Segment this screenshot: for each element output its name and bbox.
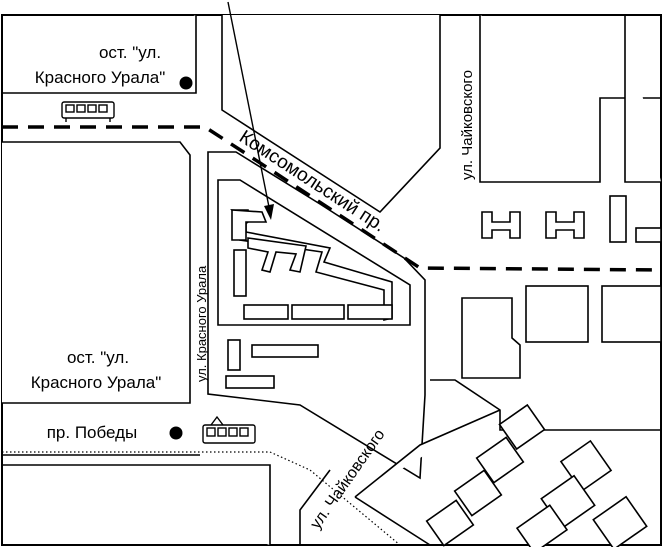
building-bottom-4 [425, 499, 475, 547]
komsomolsky-tram-line [2, 125, 662, 272]
block-left-large [2, 141, 191, 404]
building-h-2 [545, 211, 585, 239]
krasnogo-urala-street-label: ул. Красного Урала [194, 265, 209, 382]
building-strip-7 [225, 375, 275, 389]
block-bottom-right [354, 409, 501, 546]
block-top-right [479, 15, 661, 183]
stop-label-top-line2: Красного Урала" [35, 68, 166, 87]
building-bottom-3 [453, 469, 503, 517]
block-top-right-inner [624, 15, 661, 183]
pr-pobedy-label: пр. Победы [47, 423, 138, 442]
building-strip-3 [291, 304, 345, 320]
building-strip-5 [227, 339, 241, 371]
stop-label-top-line1: ост. "ул. [99, 43, 161, 62]
building-bottom-8 [592, 495, 648, 547]
block-top-middle [221, 15, 441, 214]
building-strip-4 [347, 304, 393, 320]
building-h-1 [481, 211, 521, 239]
bus-stop-dot-icon [179, 76, 193, 90]
pointer-arrow-head [264, 204, 274, 220]
block-right-middle [461, 297, 521, 379]
building-bottom-2 [475, 436, 525, 484]
stop-label-bottom-line2: Красного Урала" [31, 373, 162, 392]
school-annex [247, 237, 307, 273]
block-top-left [2, 15, 197, 94]
building-right-2 [601, 285, 662, 343]
tram-icon [61, 101, 115, 122]
tram-icon [202, 415, 256, 444]
stop-label-bottom-line1: ост. "ул. [67, 348, 129, 367]
building-right-1 [525, 285, 589, 343]
bus-stop-dot-icon [169, 426, 183, 440]
building-bottom-1 [498, 403, 546, 451]
block-bottom-center [299, 469, 331, 545]
building-strip-1 [233, 249, 247, 297]
block-right-lower [430, 379, 661, 431]
triangle-inner-outline [217, 179, 411, 326]
building-tall-2 [635, 227, 662, 243]
pointer-arrow-icon [227, 1, 271, 213]
building-strip-2 [243, 304, 289, 320]
building-tall-1 [609, 195, 627, 243]
chaikovskogo-top-label: ул. Чайковского [459, 70, 476, 180]
school-wing [231, 209, 268, 241]
block-bottom-left [2, 464, 271, 545]
building-bottom-7 [515, 504, 569, 547]
building-strip-6 [251, 344, 319, 358]
